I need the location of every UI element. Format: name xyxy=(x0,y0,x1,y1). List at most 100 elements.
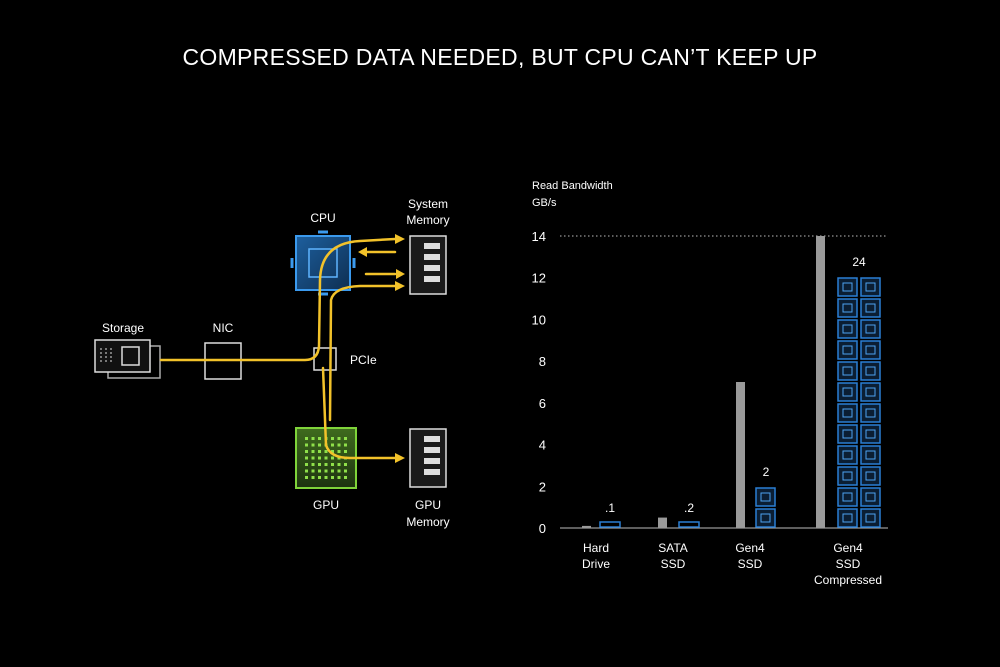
cpu-core-cell xyxy=(860,424,881,444)
gpu-core-dot xyxy=(344,450,347,453)
cpu-core-cell-inner xyxy=(842,450,853,460)
cpu-core-cell-inner xyxy=(865,408,876,418)
gpu-memory-label-2: Memory xyxy=(406,515,449,529)
gpu-core-dot xyxy=(305,437,308,440)
gpu-core-dot xyxy=(337,469,341,473)
cpu-core-cell xyxy=(837,277,858,297)
category-label: SATA xyxy=(658,541,688,555)
cpu-core-cell xyxy=(860,298,881,318)
gpu-core-dot xyxy=(311,443,315,447)
grey-bar xyxy=(658,517,667,528)
category-label: Hard xyxy=(583,541,609,555)
y-tick-label: 8 xyxy=(539,354,546,369)
cpu-core-cell-inner xyxy=(842,492,853,502)
cpu-core-cell-inner xyxy=(842,471,853,481)
storage-icon xyxy=(94,339,161,379)
gpu-core-dot xyxy=(305,456,308,460)
gpu-core-dot xyxy=(344,437,347,440)
arrow-heads xyxy=(358,234,405,463)
cpu-core-cell-inner xyxy=(865,366,876,376)
y-tick-label: 12 xyxy=(532,271,546,286)
gpu-core-dot xyxy=(318,456,321,460)
gpu-core-dot xyxy=(337,450,341,453)
gpu-core-dot xyxy=(305,463,308,466)
cpu-core-cell xyxy=(860,466,881,486)
data-label: .1 xyxy=(605,501,615,515)
cpu-core-cell xyxy=(837,298,858,318)
gpu-core-dot xyxy=(324,450,328,453)
cpu-core-cell-inner xyxy=(842,366,853,376)
category-label: SSD xyxy=(836,557,861,571)
pcie-label: PCIe xyxy=(350,353,377,367)
cpu-core-bar xyxy=(599,521,621,528)
data-label: 2 xyxy=(763,465,770,479)
gpu-label: GPU xyxy=(313,498,339,512)
y-axis-title: GB/s xyxy=(532,197,557,209)
cpu-core-cell-inner xyxy=(865,471,876,481)
cpu-core-cell xyxy=(860,403,881,423)
cpu-core-cell xyxy=(860,319,881,339)
nic-label: NIC xyxy=(213,321,234,335)
gpu-memory-icon xyxy=(409,428,447,488)
cpu-core-cell xyxy=(837,508,858,528)
cpu-core-cell-inner xyxy=(842,429,853,439)
gpu-core-dot xyxy=(324,469,328,473)
cpu-core-cell xyxy=(837,361,858,381)
system-memory-label-1: System xyxy=(408,197,448,211)
gpu-core-dot xyxy=(324,456,328,460)
gpu-core-dot xyxy=(305,450,308,453)
gpu-core-dot xyxy=(318,469,321,473)
y-tick-label: 10 xyxy=(532,312,546,327)
data-label: 24 xyxy=(852,255,866,269)
cpu-core-cell-inner xyxy=(865,303,876,313)
cpu-core-cell-inner xyxy=(760,513,771,523)
grey-bar xyxy=(816,236,825,528)
cpu-core-cell xyxy=(860,508,881,528)
category-label: Gen4 xyxy=(735,541,765,555)
gpu-core-dot xyxy=(324,476,328,479)
gpu-core-dot xyxy=(305,443,308,447)
cpu-core-cell-inner xyxy=(865,450,876,460)
gpu-core-dot xyxy=(331,476,334,479)
gpu-core-dot xyxy=(318,437,321,440)
category-label: Drive xyxy=(582,557,610,571)
cpu-core-cell xyxy=(860,487,881,507)
category-label: SSD xyxy=(661,557,686,571)
gpu-core-dot xyxy=(337,437,341,440)
cpu-core-cell-inner xyxy=(865,429,876,439)
cpu-core-cell xyxy=(837,340,858,360)
gpu-core-dot xyxy=(344,469,347,473)
cpu-label: CPU xyxy=(310,211,335,225)
cpu-core-cell xyxy=(837,319,858,339)
gpu-core-dot xyxy=(337,476,341,479)
cpu-core-cell xyxy=(837,445,858,465)
gpu-core-dot xyxy=(311,456,315,460)
gpu-core-dot xyxy=(324,463,328,466)
cpu-core-cell xyxy=(860,277,881,297)
cpu-core-cell-inner xyxy=(865,345,876,355)
gpu-core-dot xyxy=(318,463,321,466)
gpu-core-dot xyxy=(318,443,321,447)
cpu-core-cell-inner xyxy=(842,345,853,355)
category-label: Gen4 xyxy=(833,541,863,555)
gpu-core-dot xyxy=(311,450,315,453)
y-axis-title: Read Bandwidth xyxy=(532,180,613,192)
cpu-core-cell-inner xyxy=(842,303,853,313)
category-label: Compressed xyxy=(814,573,882,587)
cpu-core-cell-inner xyxy=(865,513,876,523)
gpu-core-dot xyxy=(331,443,334,447)
gpu-core-dot xyxy=(311,437,315,440)
grey-bar xyxy=(736,382,745,528)
gpu-core-dot xyxy=(311,463,315,466)
gpu-core-dot xyxy=(311,469,315,473)
grey-bar xyxy=(582,525,591,528)
gpu-core-dot xyxy=(305,469,308,473)
data-label: .2 xyxy=(684,501,694,515)
cpu-core-cell xyxy=(860,382,881,402)
cpu-core-cell xyxy=(837,424,858,444)
pcie-box xyxy=(313,347,337,371)
gpu-core-dot xyxy=(344,463,347,466)
cpu-core-cell xyxy=(860,361,881,381)
cpu-core-cell-inner xyxy=(865,324,876,334)
